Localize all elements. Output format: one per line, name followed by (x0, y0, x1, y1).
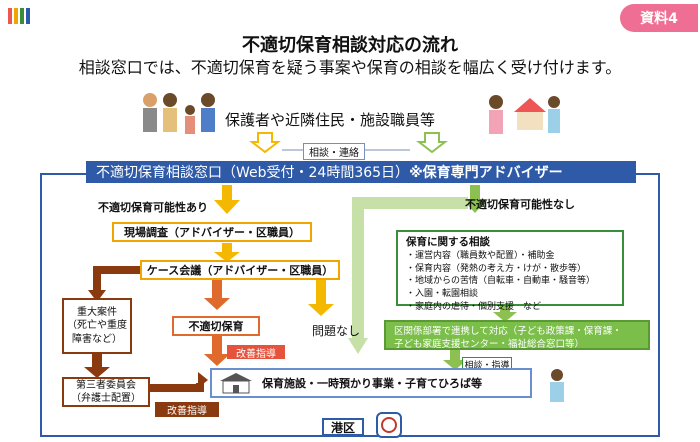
consulter-label: 保護者や近隣住民・施設職員等 (225, 111, 436, 129)
nursery-building-icon (220, 373, 252, 394)
third-party-committee-box: 第三者委員会 （弁護士配置） (62, 377, 150, 407)
consultation-title: 保育に関する相談 (406, 236, 490, 248)
consultation-item: ・地域からの苦情（自転車・自動車・騒音等） (406, 276, 596, 287)
consultation-item: ・運営内容（職員数や配置）・補助金 (406, 250, 555, 261)
family-illustration-icon (143, 93, 215, 134)
adviser-figure-icon (550, 369, 564, 402)
logo-mark (8, 8, 30, 24)
committee-line1: 第三者委員会 (76, 379, 136, 391)
consultation-item: ・家庭内の虐待・個別支援 など (406, 301, 542, 312)
committee-line2: （弁護士配置） (71, 393, 141, 404)
consultation-item: ・入園・転園相談 (406, 289, 479, 300)
childcare-consultation-box: 保育に関する相談 ・運営内容（職員数や配置）・補助金 ・保育内容（発熱の考え方・… (396, 230, 624, 312)
site-survey-box: 現場調査（アドバイザー・区職員） (112, 222, 312, 242)
cooperation-line1: 区関係部署で連携して対応（子ども政策課・保育課・ (394, 326, 622, 337)
serious-case-box: 重大案件 （死亡や重度障害など） (62, 298, 132, 354)
serious-case-line1: 重大案件 (77, 306, 117, 318)
ward-emblem-icon (376, 412, 402, 438)
cooperation-line2: 子ども家庭支援センター・福祉総合窓口等） (394, 339, 585, 351)
minato-ward-box: 港区 (322, 418, 364, 436)
window-adviser-text: ※保育専門アドバイザー (409, 165, 563, 181)
page-subtitle: 相談窓口では、不適切保育を疑う事案や保育の相談を幅広く受け付けます。 (78, 58, 622, 77)
facilities-text: 保育施設・一時預かり事業・子育てひろば等 (262, 377, 482, 390)
window-main-text: 不適切保育相談窓口（Web受付・24時間365日） (96, 165, 410, 181)
consultation-window-bar: 不適切保育相談窓口（Web受付・24時間365日）※保育専門アドバイザー (86, 161, 636, 183)
serious-case-line3: 障害など） (72, 333, 122, 345)
page-title: 不適切保育相談対応の流れ (242, 35, 458, 56)
serious-case-line2: （死亡や重度 (67, 320, 127, 332)
inappropriate-care-box: 不適切保育 (172, 316, 260, 336)
possibility-yes-label: 不適切保育可能性あり (98, 201, 208, 214)
consultation-item: ・保育内容（発熱の考え方・けが・散歩等） (406, 263, 587, 274)
improvement-guidance-tag-1: 改善指導 (227, 345, 285, 360)
ward-cooperation-box: 区関係部署で連携して対応（子ども政策課・保育課・ 子ども家庭支援センター・福祉総… (384, 320, 650, 350)
nursery-staff-illustration-icon (489, 95, 560, 134)
document-badge: 資料4 (620, 4, 698, 32)
possibility-no-label: 不適切保育可能性なし (465, 198, 575, 211)
case-meeting-box: ケース会議（アドバイザー・区職員） (140, 260, 340, 280)
renraku-label: 相談・連絡 (303, 143, 365, 160)
improvement-guidance-tag-2: 改善指導 (155, 402, 219, 417)
no-problem-label: 問題なし (312, 324, 361, 338)
facilities-box: 保育施設・一時預かり事業・子育てひろば等 (210, 368, 532, 398)
